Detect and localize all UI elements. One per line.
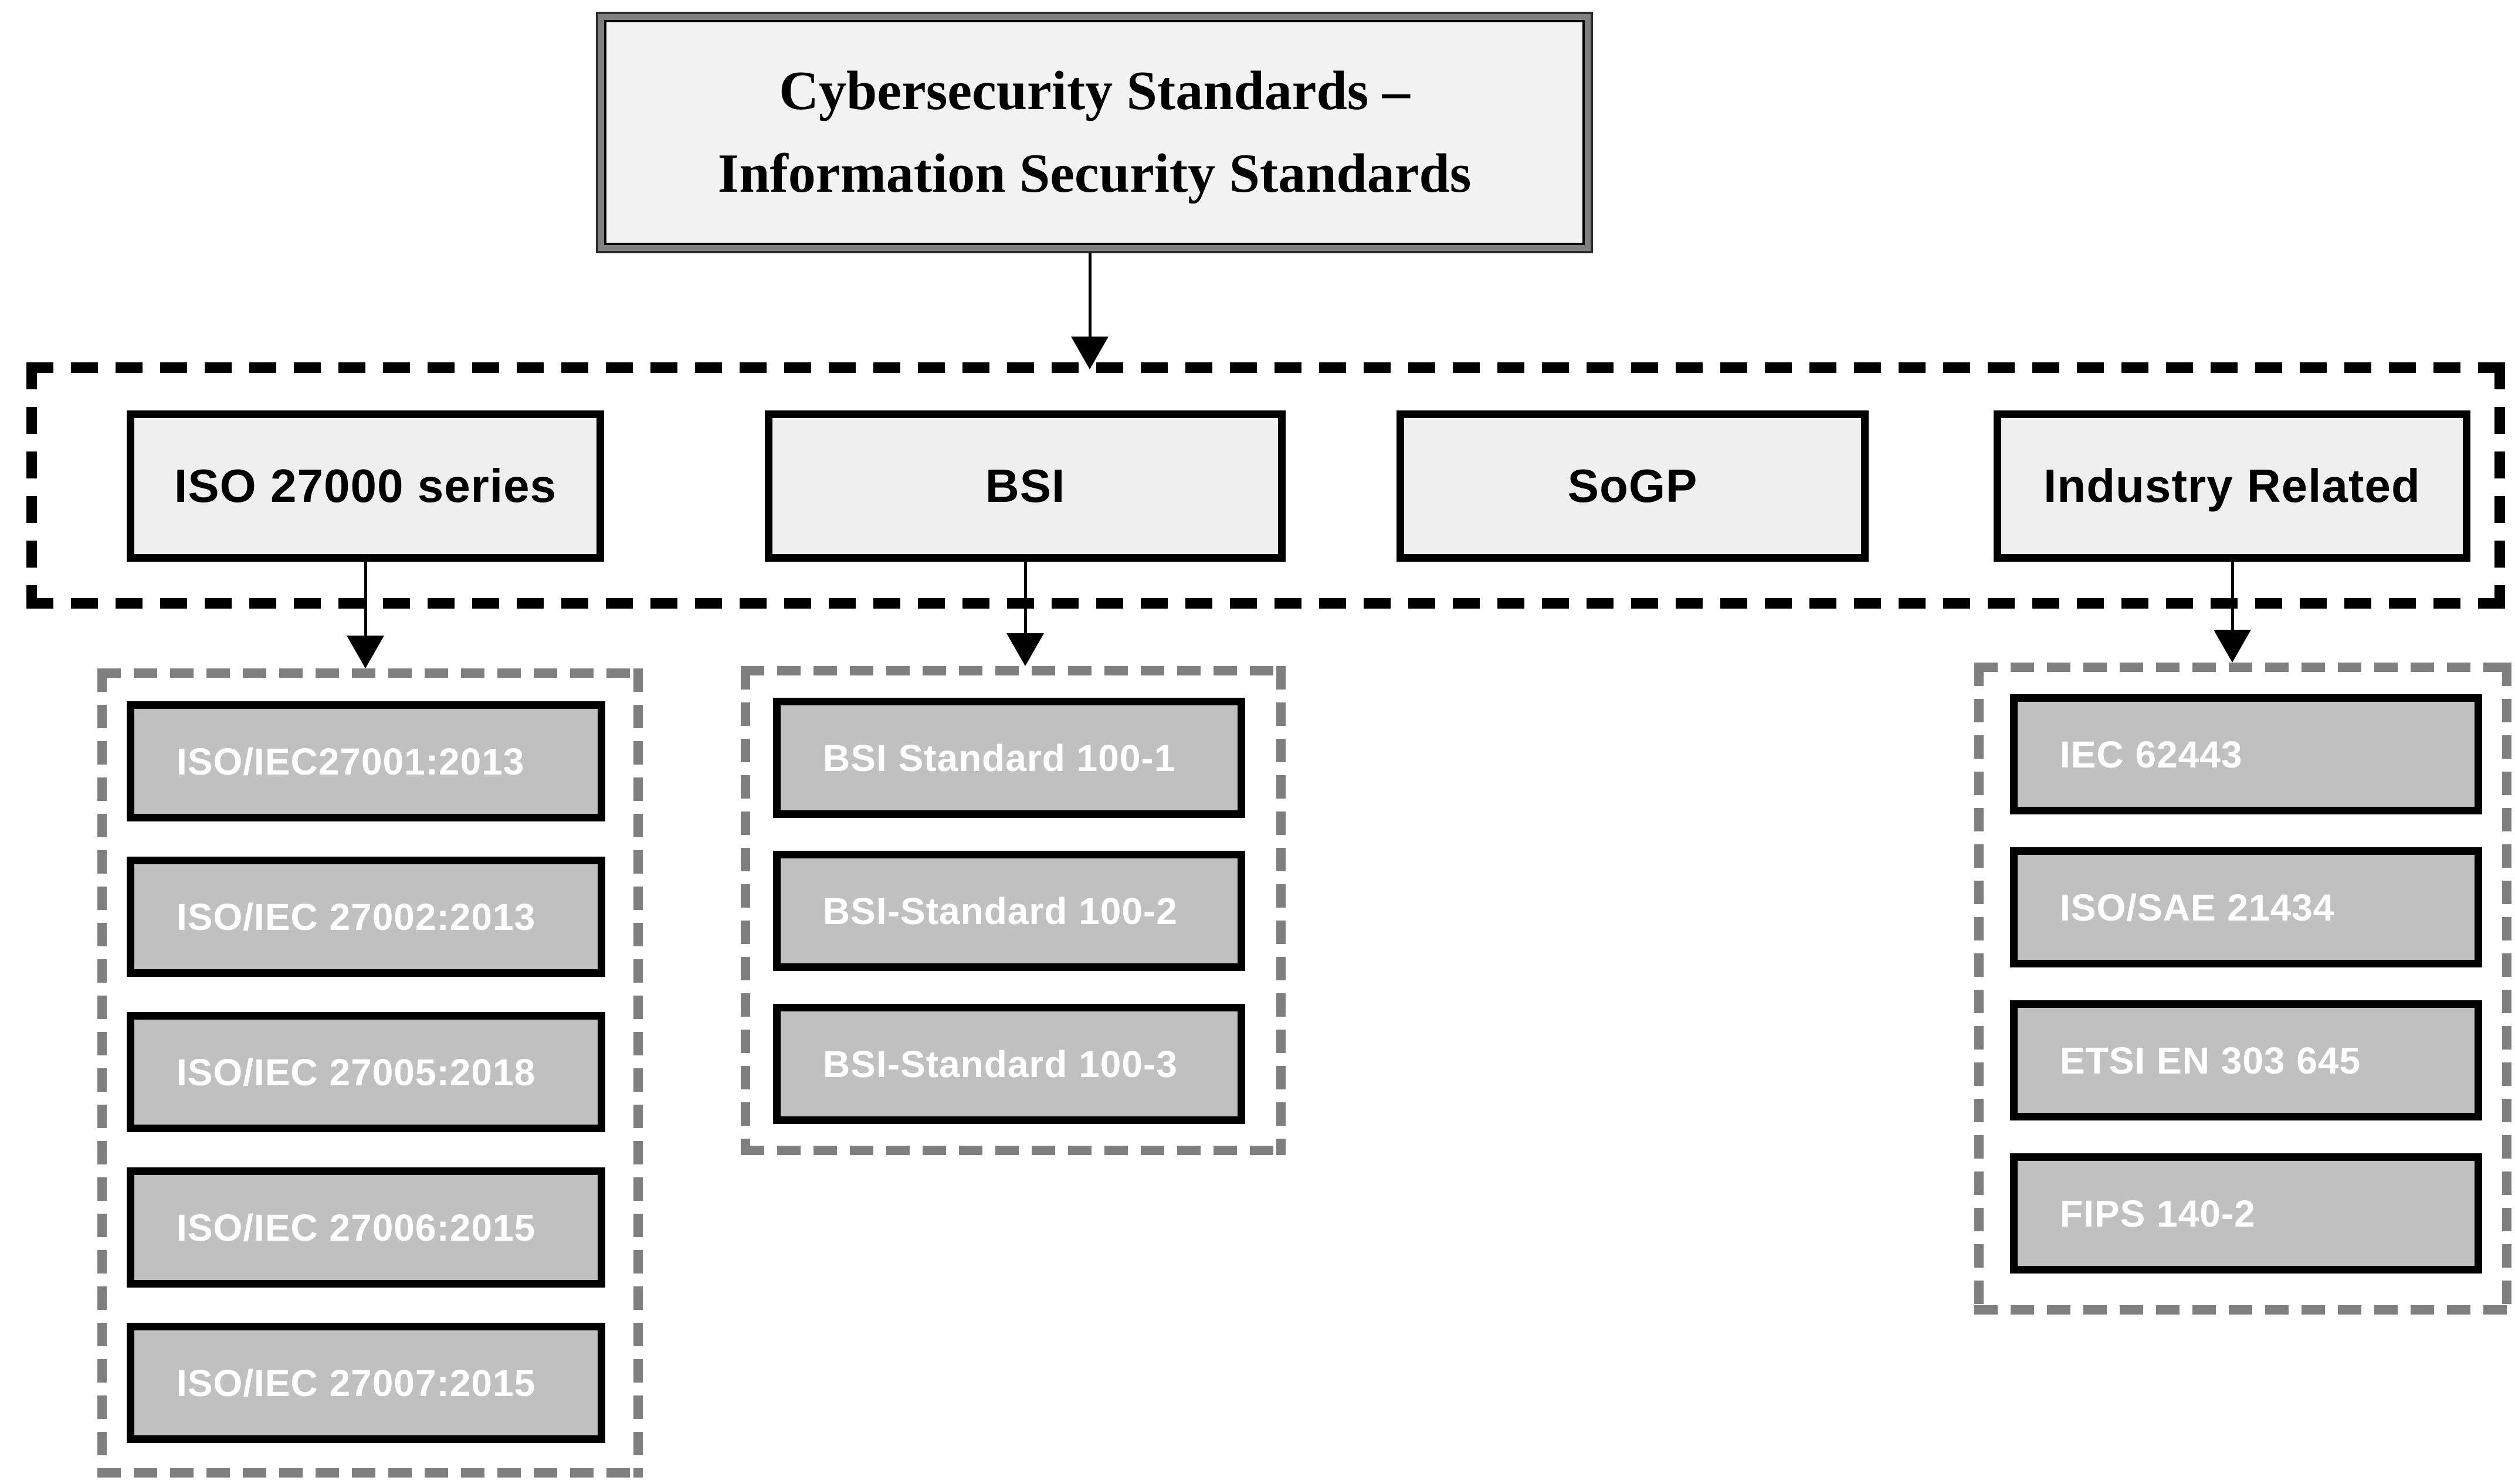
connector-arrow-iso-to-children xyxy=(347,562,384,668)
arrow-shaft xyxy=(2231,562,2234,630)
category-label: BSI xyxy=(985,460,1066,512)
connector-arrow-bsi-to-children xyxy=(1006,562,1044,666)
group-stack-industry: IEC 62443 ISO/SAE 21434 ETSI EN 303 645 … xyxy=(2010,694,2482,1274)
standard-label: ISO/IEC 27002:2013 xyxy=(177,895,536,938)
arrow-shaft xyxy=(364,562,367,636)
standard-label: BSI-Standard 100-2 xyxy=(823,889,1178,932)
standard-label: ETSI EN 303 645 xyxy=(2060,1039,2361,1082)
standard-label: ISO/IEC 27006:2015 xyxy=(177,1206,536,1249)
category-box-iso-27000-series: ISO 27000 series xyxy=(127,410,604,562)
arrow-head-icon xyxy=(1006,633,1044,666)
title-line-2: Information Security Standards xyxy=(717,143,1472,204)
title-box: Cybersecurity Standards – Information Se… xyxy=(604,20,1585,245)
category-label: ISO 27000 series xyxy=(174,460,557,512)
connector-arrow-title-to-categories xyxy=(1071,253,1109,369)
standard-box: BSI Standard 100-1 xyxy=(773,698,1245,818)
standard-box: ETSI EN 303 645 xyxy=(2010,1000,2482,1120)
connector-arrow-industry-to-children xyxy=(2214,562,2251,663)
category-label: Industry Related xyxy=(2043,460,2421,512)
arrow-shaft xyxy=(1023,562,1027,633)
standard-box: BSI-Standard 100-2 xyxy=(773,851,1245,971)
standard-label: FIPS 140-2 xyxy=(2060,1192,2256,1235)
standard-box: FIPS 140-2 xyxy=(2010,1153,2482,1274)
standard-label: ISO/IEC 27005:2018 xyxy=(177,1051,536,1094)
title-line-1: Cybersecurity Standards – xyxy=(779,60,1410,121)
category-box-bsi: BSI xyxy=(765,410,1286,562)
category-label: SoGP xyxy=(1567,460,1698,512)
group-stack-iso: ISO/IEC27001:2013 ISO/IEC 27002:2013 ISO… xyxy=(127,701,605,1443)
arrow-shaft xyxy=(1088,253,1092,337)
standard-label: ISO/IEC27001:2013 xyxy=(177,740,525,783)
category-box-industry-related: Industry Related xyxy=(1994,410,2470,562)
arrow-head-icon xyxy=(347,636,384,668)
standard-box: ISO/SAE 21434 xyxy=(2010,847,2482,967)
standard-box: ISO/IEC 27006:2015 xyxy=(127,1167,605,1288)
standard-box: ISO/IEC27001:2013 xyxy=(127,701,605,821)
standard-box: ISO/IEC 27002:2013 xyxy=(127,857,605,977)
standard-box: BSI-Standard 100-3 xyxy=(773,1004,1245,1124)
standard-box: ISO/IEC 27007:2015 xyxy=(127,1323,605,1443)
standard-label: ISO/IEC 27007:2015 xyxy=(177,1361,536,1404)
standard-label: ISO/SAE 21434 xyxy=(2060,886,2335,929)
standard-label: BSI Standard 100-1 xyxy=(823,736,1176,779)
standard-label: IEC 62443 xyxy=(2060,733,2243,776)
standard-label: BSI-Standard 100-3 xyxy=(823,1042,1178,1085)
standard-box: IEC 62443 xyxy=(2010,694,2482,814)
group-stack-bsi: BSI Standard 100-1 BSI-Standard 100-2 BS… xyxy=(773,698,1245,1124)
category-box-sogp: SoGP xyxy=(1397,410,1869,562)
arrow-head-icon xyxy=(2214,630,2251,663)
standard-box: ISO/IEC 27005:2018 xyxy=(127,1012,605,1132)
